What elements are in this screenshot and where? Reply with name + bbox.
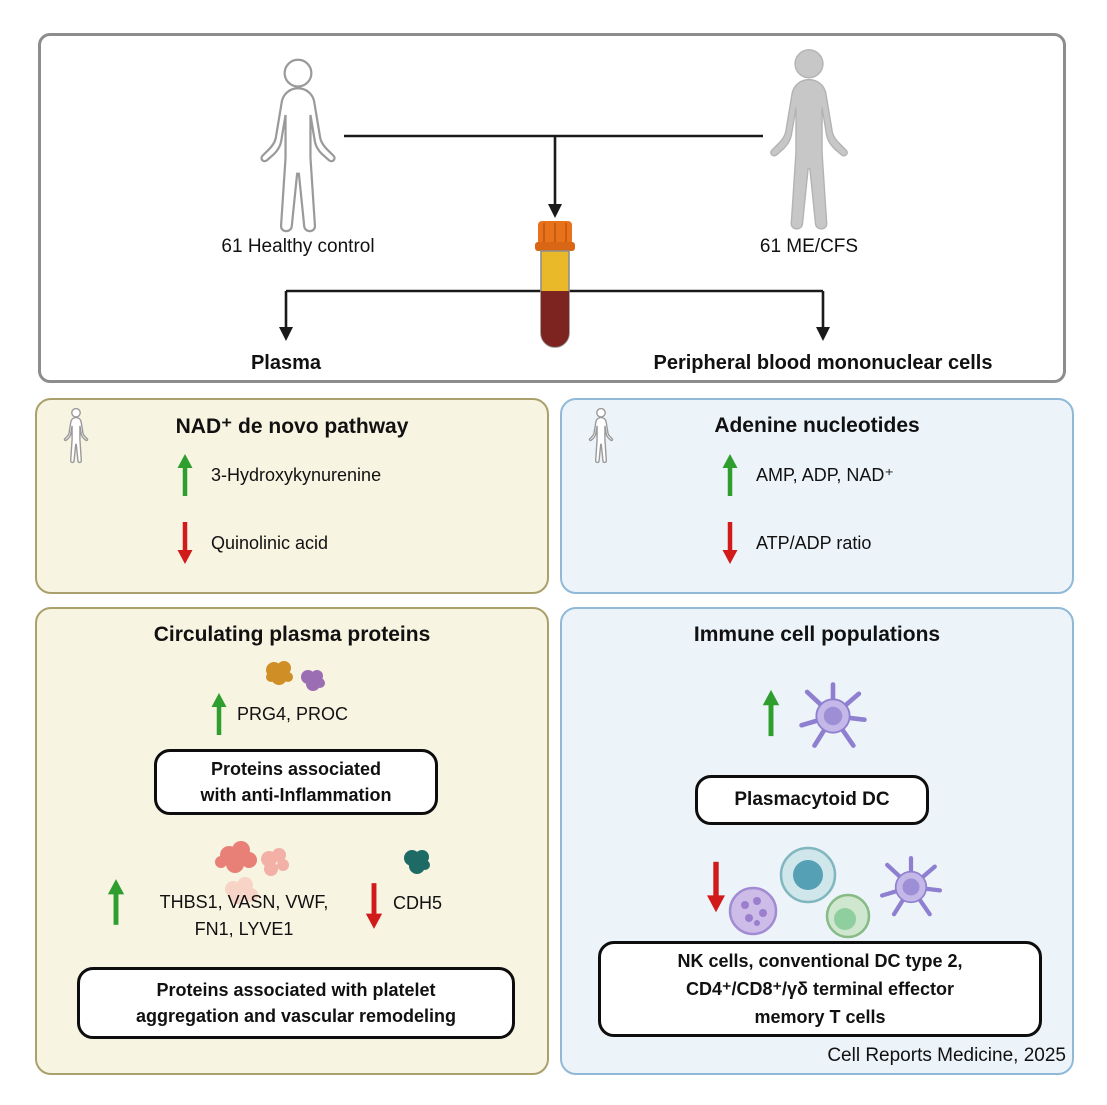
pbmc-human-icon — [588, 408, 614, 464]
increased-metabolite-label: 3-Hydroxykynurenine — [211, 464, 382, 485]
t-cell-icon — [779, 846, 837, 904]
immune-panel-title: Immune cell populations — [693, 623, 941, 646]
decreased-cells-line1: NK cells, conventional DC type 2, — [677, 951, 963, 971]
increased-proteins-2-label: THBS1, VASN, VWF, FN1, LYVE1 — [159, 892, 329, 939]
platelet-box-line2: aggregation and vascular remodeling — [135, 1006, 457, 1026]
decreased-cells-line3: memory T cells — [754, 1007, 886, 1027]
plasmacytoid-dc-label: Plasmacytoid DC — [734, 789, 890, 810]
mecfs-count-label: 61 ME/CFS — [759, 236, 859, 257]
cdh5-blob-icon — [404, 850, 430, 874]
increased-proteins-label: PRG4, PROC — [237, 703, 349, 724]
decreased-cells-line2: CD4⁺/CD8⁺/γδ terminal effector — [686, 979, 954, 999]
blood-tube-icon — [535, 221, 575, 348]
increase-arrow-icon — [211, 693, 227, 735]
immune-populations-panel: Immune cell populations Plasmacytoid DC — [560, 607, 1074, 1075]
anti-inflammation-box: Proteins associated with anti-Inflammati… — [154, 749, 438, 815]
adenine-nucleotides-panel: Adenine nucleotides AMP, ADP, NAD⁺ ATP/A… — [560, 398, 1074, 594]
plasma-label: Plasma — [250, 352, 322, 374]
decrease-arrow-icon — [365, 883, 383, 929]
plasmacytoid-dc-icon — [799, 682, 867, 748]
increase-arrow-icon — [722, 454, 738, 496]
proteins-panel-title: Circulating plasma proteins — [153, 623, 431, 646]
nad-panel-title: NAD⁺ de novo pathway — [175, 415, 409, 438]
adenine-panel-title: Adenine nucleotides — [714, 414, 920, 437]
platelet-aggregation-box: Proteins associated with platelet aggreg… — [77, 967, 515, 1039]
protein-cluster-icon — [215, 841, 289, 904]
platelet-box-line1: Proteins associated with platelet — [156, 980, 436, 1000]
decreased-protein-label: CDH5 — [393, 893, 443, 913]
proc-blob-icon — [301, 670, 325, 691]
decreased-cells-box: NK cells, conventional DC type 2, CD4⁺/C… — [598, 941, 1042, 1037]
nk-cell-icon — [728, 886, 778, 936]
credit-label: Cell Reports Medicine, 2025 — [827, 1045, 1066, 1066]
prg4-blob-icon — [266, 661, 293, 685]
decrease-arrow-icon — [722, 522, 738, 564]
monocyte-icon — [825, 893, 871, 939]
healthy-count-label: 61 Healthy control — [221, 236, 375, 257]
decreased-metabolite-label: Quinolinic acid — [211, 532, 329, 553]
mecfs-figure-icon — [770, 49, 848, 230]
increase-arrow-icon — [177, 454, 193, 496]
dc2-cell-icon — [879, 855, 943, 917]
anti-inflammation-box-line2: with anti-Inflammation — [200, 785, 392, 805]
anti-inflammation-box-line1: Proteins associated — [210, 759, 382, 779]
increased-nucleotides-label: AMP, ADP, NAD⁺ — [756, 464, 894, 485]
increase-arrow-icon — [762, 689, 780, 737]
plasma-proteins-panel: Circulating plasma proteins PRG4, PROC P… — [35, 607, 549, 1075]
decreased-nucleotides-label: ATP/ADP ratio — [756, 532, 872, 553]
pbmc-label: Peripheral blood mononuclear cells — [653, 352, 993, 374]
study-design-panel: 61 Healthy control 61 ME/CFS Plasma Peri… — [38, 33, 1066, 383]
decrease-arrow-icon — [707, 861, 725, 913]
plasma-human-icon — [63, 408, 89, 464]
increase-arrow-icon — [107, 879, 125, 925]
decrease-arrow-icon — [177, 522, 193, 564]
nad-pathway-panel: NAD⁺ de novo pathway 3-Hydroxykynurenine… — [35, 398, 549, 594]
healthy-figure-icon — [260, 58, 336, 233]
plasmacytoid-dc-box: Plasmacytoid DC — [695, 775, 929, 825]
